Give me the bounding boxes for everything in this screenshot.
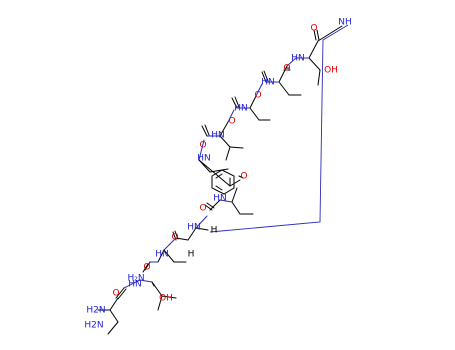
residue-leu xyxy=(201,109,244,161)
label-o-4: O xyxy=(228,117,235,127)
label-o-1: O xyxy=(310,24,317,34)
label-hn-5: HN xyxy=(197,154,211,164)
label-oh-top: OH xyxy=(324,66,338,76)
atom-labels: NH O HN OH O HN O HN O HN O HN O HN O HN… xyxy=(84,18,351,331)
label-h2n-mid: H₂N xyxy=(127,274,144,284)
label-o-9: O xyxy=(143,263,150,273)
residue-dab-5 xyxy=(142,249,187,273)
label-hn-2: HN xyxy=(261,78,275,88)
label-o-7: O xyxy=(199,204,206,214)
label-o-10: O xyxy=(112,289,119,299)
label-o-6: O xyxy=(240,172,247,182)
label-hn-6: HN xyxy=(213,194,227,204)
label-hn-7: HN xyxy=(187,223,201,233)
label-hn-9: HN xyxy=(128,280,142,290)
label-h2n-end: H2N xyxy=(84,321,103,331)
label-nh-top: NH xyxy=(338,18,352,28)
residue-thr-bottom xyxy=(115,279,177,311)
label-h-2: H xyxy=(188,250,195,260)
label-hn-4: HN xyxy=(211,131,225,141)
residue-dab-1 xyxy=(261,65,302,96)
residue-phe xyxy=(198,139,244,195)
residue-dab-2 xyxy=(231,83,271,121)
label-hn-3: HN xyxy=(234,104,248,114)
residue-dab-4 xyxy=(163,215,209,251)
residue-dab-3 xyxy=(204,187,254,215)
label-hn-1: HN xyxy=(291,54,305,64)
residue-thr-top xyxy=(286,25,343,86)
ring-closure xyxy=(209,24,349,233)
label-h2n-bottom: H2N xyxy=(86,306,105,316)
label-hn-8: HN xyxy=(155,250,169,260)
residue-dab-nterm xyxy=(97,297,119,335)
label-o-8: O xyxy=(171,233,178,243)
label-oh-bottom: OH xyxy=(159,294,173,304)
label-h-1: H xyxy=(211,226,218,236)
label-o-5: O xyxy=(199,141,206,151)
label-o-3: O xyxy=(254,91,261,101)
label-o-2: O xyxy=(283,64,290,74)
